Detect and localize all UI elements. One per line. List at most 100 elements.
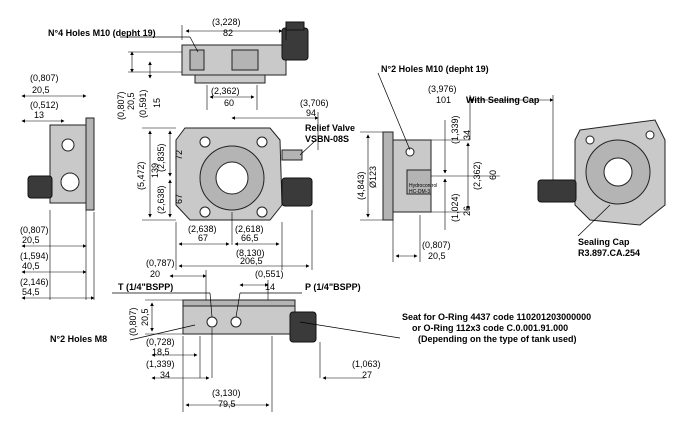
dim-top-h1-in: (0,807) <box>116 91 126 120</box>
bottom-view-port-p <box>230 316 242 328</box>
seat-label-2: or O-Ring 112x3 code C.0.001.91.000 <box>412 323 568 333</box>
side-view <box>360 72 500 262</box>
dim-bot-h-in: (0,807) <box>128 307 138 336</box>
right-view <box>469 95 666 237</box>
dim-top-width-mm: 82 <box>223 28 233 38</box>
dim-bot-a-in: (0,787) <box>146 258 175 268</box>
bottom-view-port-t <box>206 316 218 328</box>
dim-bot-e-in: (3,130) <box>212 388 241 398</box>
front-view-hole-3 <box>199 206 211 218</box>
dim-side-h1-in: (1,339) <box>450 115 460 144</box>
dim-front-w2-mm: 66,5 <box>241 233 259 243</box>
dim-bot-h-mm: 20,5 <box>140 308 150 326</box>
dim-side-dia-in: (4,843) <box>356 171 366 200</box>
dim-side-h1-mm: 34 <box>462 130 472 140</box>
front-view-hole-4 <box>256 206 268 218</box>
dim-right-w-mm: 101 <box>436 95 451 105</box>
right-view-hole-2 <box>645 130 655 140</box>
relief-valve-label-2: VSBN-08S <box>305 134 349 144</box>
dim-valve-mm: 94 <box>306 108 316 118</box>
bottom-view-solenoid <box>289 311 317 343</box>
side-view-flange <box>382 131 394 221</box>
front-view-relief-valve <box>281 149 303 161</box>
right-view-center-bore <box>603 157 633 187</box>
front-view-hole-2 <box>256 136 268 148</box>
holes-side-label: N°2 Holes M10 (depht 19) <box>381 64 489 74</box>
top-view-base <box>194 74 266 84</box>
dim-bot-b-in: (0,551) <box>255 269 284 279</box>
front-view <box>142 112 319 270</box>
dim-front-w-mm: 206,5 <box>240 256 263 266</box>
dim-top-h1-mm: 20,5 <box>126 92 136 110</box>
bottom-view <box>112 270 401 412</box>
dim-front-w2-in: (2,618) <box>235 224 264 234</box>
dim-bot-f-mm: 27 <box>362 370 372 380</box>
left-view-flange <box>85 117 95 211</box>
dim-left-b3-mm: 54,5 <box>22 287 40 297</box>
dim-bot-e-mm: 79,5 <box>218 399 236 409</box>
dim-bot-d-in: (1,339) <box>146 359 175 369</box>
relief-valve-label-1: Relief Valve <box>305 123 355 133</box>
dim-valve-in: (3,706) <box>300 98 329 108</box>
left-view-port-upper <box>61 138 75 152</box>
holes-bottom-label: N°2 Holes M8 <box>50 334 107 344</box>
dim-bot-a-mm: 20 <box>150 269 160 279</box>
left-view-solenoid <box>27 175 53 199</box>
dim-front-h2-mm: 72 <box>174 150 184 160</box>
port-p-label: P (1/4"BSPP) <box>305 282 361 292</box>
nameplate-text-1: Hydrocontrol <box>409 183 437 189</box>
dim-left-b1-mm: 20,5 <box>22 235 40 245</box>
port-t-label: T (1/4"BSPP) <box>118 282 173 292</box>
dim-front-h3-mm: 67 <box>174 194 184 204</box>
front-view-hole-1 <box>199 136 211 148</box>
dim-front-h3-in: (2,638) <box>156 185 166 214</box>
side-view-nameplate <box>406 169 432 195</box>
left-view-body <box>49 124 87 204</box>
dim-bot-c-in: (0,728) <box>146 337 175 347</box>
nameplate-text-2: HC-DM-3 <box>409 189 430 195</box>
dim-side-h2-mm: 60 <box>488 170 498 180</box>
dim-left-w1-in: (0,807) <box>30 73 59 83</box>
dim-left-w1-mm: 20,5 <box>32 85 50 95</box>
dim-side-dia-mm: Ø123 <box>368 166 378 188</box>
dim-front-h-in: (5,472) <box>136 161 146 190</box>
dim-left-w2-mm: 13 <box>34 110 44 120</box>
seat-label-1: Seat for O-Ring 4437 code 11020120300000… <box>402 312 591 322</box>
dim-top-inner-in: (2,362) <box>211 86 240 96</box>
right-view-hole-1 <box>585 135 595 145</box>
top-view-port-mid <box>231 49 259 71</box>
dim-left-b2-mm: 40,5 <box>22 261 40 271</box>
with-sealing-cap-label: With Sealing Cap <box>466 95 540 105</box>
left-view-port-lower <box>60 172 80 192</box>
top-view-port-left <box>189 49 205 71</box>
dim-side-h3-mm: 26 <box>462 206 472 216</box>
dim-left-w2-in: (0,512) <box>30 100 59 110</box>
sealing-cap-label-2: R3.897.CA.254 <box>578 248 640 258</box>
dim-side-w-in: (0,807) <box>422 240 451 250</box>
dim-side-h3-in: (1,024) <box>450 193 460 222</box>
dim-right-w-in: (3,976) <box>428 84 457 94</box>
seat-label-3: (Depending on the type of tank used) <box>418 334 577 344</box>
sealing-cap-label-1: Sealing Cap <box>578 237 630 247</box>
side-view-hole <box>405 147 415 157</box>
front-view-solenoid <box>281 177 313 207</box>
dim-top-width-in: (3,228) <box>212 17 241 27</box>
dim-top-h2-in: (0,591) <box>138 89 148 118</box>
dim-front-w-in: (8,130) <box>236 248 265 258</box>
dim-bot-c-mm: 18,5 <box>152 347 170 357</box>
top-view-solenoid-cap <box>285 21 305 31</box>
left-view <box>21 94 95 300</box>
dim-front-w1-mm: 67 <box>198 233 208 243</box>
dim-top-inner-mm: 60 <box>224 98 234 108</box>
dim-left-b1-in: (0,807) <box>20 225 49 235</box>
dim-front-h2-in: (2,835) <box>156 143 166 172</box>
holes-top-label: N°4 Holes M10 (depht 19) <box>48 28 156 38</box>
dim-bot-f-in: (1,063) <box>352 359 381 369</box>
dim-front-w1-in: (2,638) <box>188 224 217 234</box>
dim-left-b3-in: (2,146) <box>20 277 49 287</box>
dim-side-w-mm: 20,5 <box>428 251 446 261</box>
front-view-center-bore <box>215 161 249 195</box>
dim-front-h-mm: 139 <box>150 163 160 178</box>
